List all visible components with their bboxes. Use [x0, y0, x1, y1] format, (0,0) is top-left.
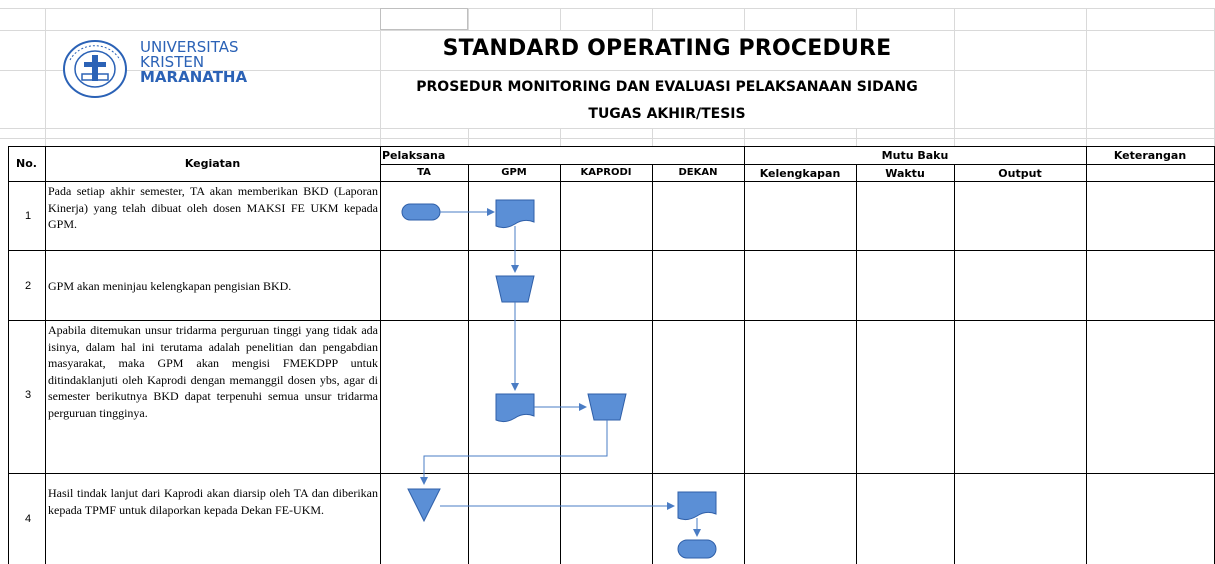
university-name-line1: UNIVERSITAS — [140, 38, 239, 56]
gridline — [560, 8, 561, 30]
header-kelengkapan: Kelengkapan — [759, 167, 841, 180]
header-output: Output — [998, 167, 1042, 180]
gridline — [468, 128, 469, 146]
row-number: 2 — [24, 280, 32, 292]
connector-arrow — [420, 420, 608, 485]
header-no: No. — [16, 157, 37, 170]
university-name-line2: KRISTEN — [140, 53, 205, 71]
document-shape-report — [677, 491, 717, 521]
header-pelaksana: Pelaksana — [382, 149, 446, 162]
gridline — [0, 8, 1215, 9]
gridline — [380, 8, 381, 146]
university-seal-icon — [63, 40, 127, 98]
document-title: STANDARD OPERATING PROCEDURE — [442, 36, 892, 61]
header-keterangan: Keterangan — [1113, 149, 1187, 162]
gridline — [652, 128, 653, 146]
gridline — [856, 8, 857, 30]
header-waktu: Waktu — [885, 167, 925, 180]
header-dekan: DEKAN — [678, 167, 718, 178]
gridline — [744, 8, 745, 30]
header-gpm: GPM — [501, 167, 527, 178]
gridline — [0, 70, 1215, 71]
header-ta: TA — [417, 167, 431, 178]
gridline — [560, 128, 561, 146]
gridline — [856, 128, 857, 146]
document-subtitle-line1: PROSEDUR MONITORING DAN EVALUASI PELAKSA… — [416, 79, 918, 95]
gridline — [652, 8, 653, 30]
gridline — [468, 8, 469, 30]
document-shape-fmekdpp — [495, 393, 535, 423]
gridline — [380, 128, 1215, 146]
row-activity: Hasil tindak lanjut dari Kaprodi akan di… — [48, 486, 378, 517]
header-mutu-baku: Mutu Baku — [881, 149, 949, 162]
gridline — [0, 128, 1215, 129]
document-subtitle-line2: TUGAS AKHIR/TESIS — [588, 106, 746, 122]
university-logo — [60, 38, 130, 100]
university-name-line3: MARANATHA — [140, 68, 248, 86]
row-number: 4 — [24, 513, 32, 525]
row-activity: Pada setiap akhir semester, TA akan memb… — [48, 184, 378, 231]
gridline — [0, 30, 1215, 31]
document-shape-bkd — [495, 199, 535, 229]
gridline — [0, 138, 1215, 139]
selected-cell[interactable] — [380, 8, 468, 30]
gridline — [954, 8, 955, 146]
header-kaprodi: KAPRODI — [580, 167, 632, 178]
row-number: 3 — [24, 389, 32, 401]
gridline — [744, 128, 745, 146]
manual-operation-review — [495, 275, 535, 303]
gridline — [1086, 8, 1087, 146]
manual-operation-kaprodi — [587, 393, 627, 421]
gridline — [45, 8, 46, 146]
end-terminator — [677, 539, 717, 559]
row-activity: GPM akan meninjau kelengkapan pengisian … — [48, 279, 292, 293]
row-activity: Apabila ditemukan unsur tridarma perguru… — [48, 323, 378, 420]
row-number: 1 — [24, 210, 32, 222]
archive-triangle — [407, 488, 441, 523]
header-kegiatan: Kegiatan — [184, 157, 241, 170]
start-terminator — [401, 203, 441, 221]
